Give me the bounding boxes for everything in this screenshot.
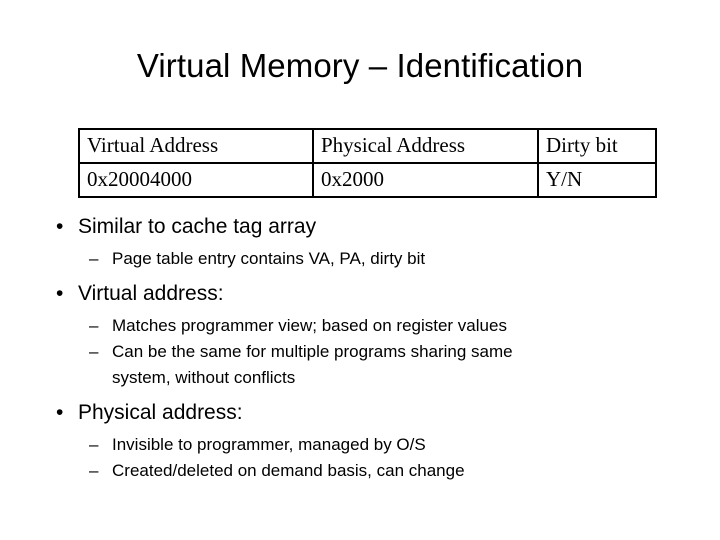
sub-bullet-label: Created/deleted on demand basis, can cha… — [112, 461, 465, 480]
table-cell-dirty-bit-value: Y/N — [537, 162, 657, 198]
sub-bullet-item-created-deleted-on-demand: – Created/deleted on demand basis, can c… — [0, 458, 720, 484]
dash-marker-icon: – — [89, 249, 99, 268]
dash-marker-icon: – — [89, 316, 99, 335]
sub-bullet-label: Can be the same for multiple programs sh… — [112, 342, 513, 361]
bullet-label: Physical address: — [78, 401, 243, 424]
page-title: Virtual Memory – Identification — [136, 47, 584, 84]
table-header-row: Virtual Address Physical Address Dirty b… — [78, 128, 657, 164]
sub-bullet-label: Matches programmer view; based on regist… — [112, 316, 507, 335]
bullet-label: Similar to cache tag array — [78, 215, 317, 238]
spacer — [0, 391, 720, 398]
dash-marker-icon: – — [89, 342, 99, 361]
sub-bullet-item-can-be-the-same: – Can be the same for multiple programs … — [0, 339, 720, 365]
table-cell-virtual-address-value: 0x20004000 — [78, 162, 314, 198]
table-row: 0x20004000 0x2000 Y/N — [78, 162, 657, 198]
sub-bullet-item-page-table-entry: – Page table entry contains VA, PA, dirt… — [0, 246, 720, 272]
sub-bullet-label: system, without conflicts — [112, 368, 296, 387]
table-header-physical-address: Physical Address — [312, 128, 539, 164]
page-table-entry-table: Virtual Address Physical Address Dirty b… — [78, 128, 657, 198]
sub-bullet-label: Page table entry contains VA, PA, dirty … — [112, 249, 426, 268]
table-cell-physical-address-value: 0x2000 — [312, 162, 539, 198]
dash-marker-icon: – — [89, 435, 99, 454]
spacer — [0, 272, 720, 279]
bullet-label: Virtual address: — [78, 282, 224, 305]
table-header-dirty-bit: Dirty bit — [537, 128, 657, 164]
bullet-item-virtual-address: • Virtual address: — [0, 279, 720, 309]
bullet-marker-icon: • — [56, 401, 64, 424]
bullet-item-physical-address: • Physical address: — [0, 398, 720, 428]
bullet-content: • Similar to cache tag array – Page tabl… — [0, 212, 720, 484]
sub-bullet-wrap-line-system-without-conflicts: system, without conflicts — [0, 365, 720, 391]
bullet-marker-icon: • — [56, 282, 64, 305]
dash-marker-icon: – — [89, 461, 99, 480]
table-header-virtual-address: Virtual Address — [78, 128, 314, 164]
sub-bullet-label: Invisible to programmer, managed by O/S — [112, 435, 426, 454]
sub-bullet-item-invisible-to-programmer: – Invisible to programmer, managed by O/… — [0, 432, 720, 458]
bullet-item-similar-to-cache-tag-array: • Similar to cache tag array — [0, 212, 720, 242]
bullet-marker-icon: • — [56, 215, 64, 238]
sub-bullet-item-matches-programmer-view: – Matches programmer view; based on regi… — [0, 313, 720, 339]
